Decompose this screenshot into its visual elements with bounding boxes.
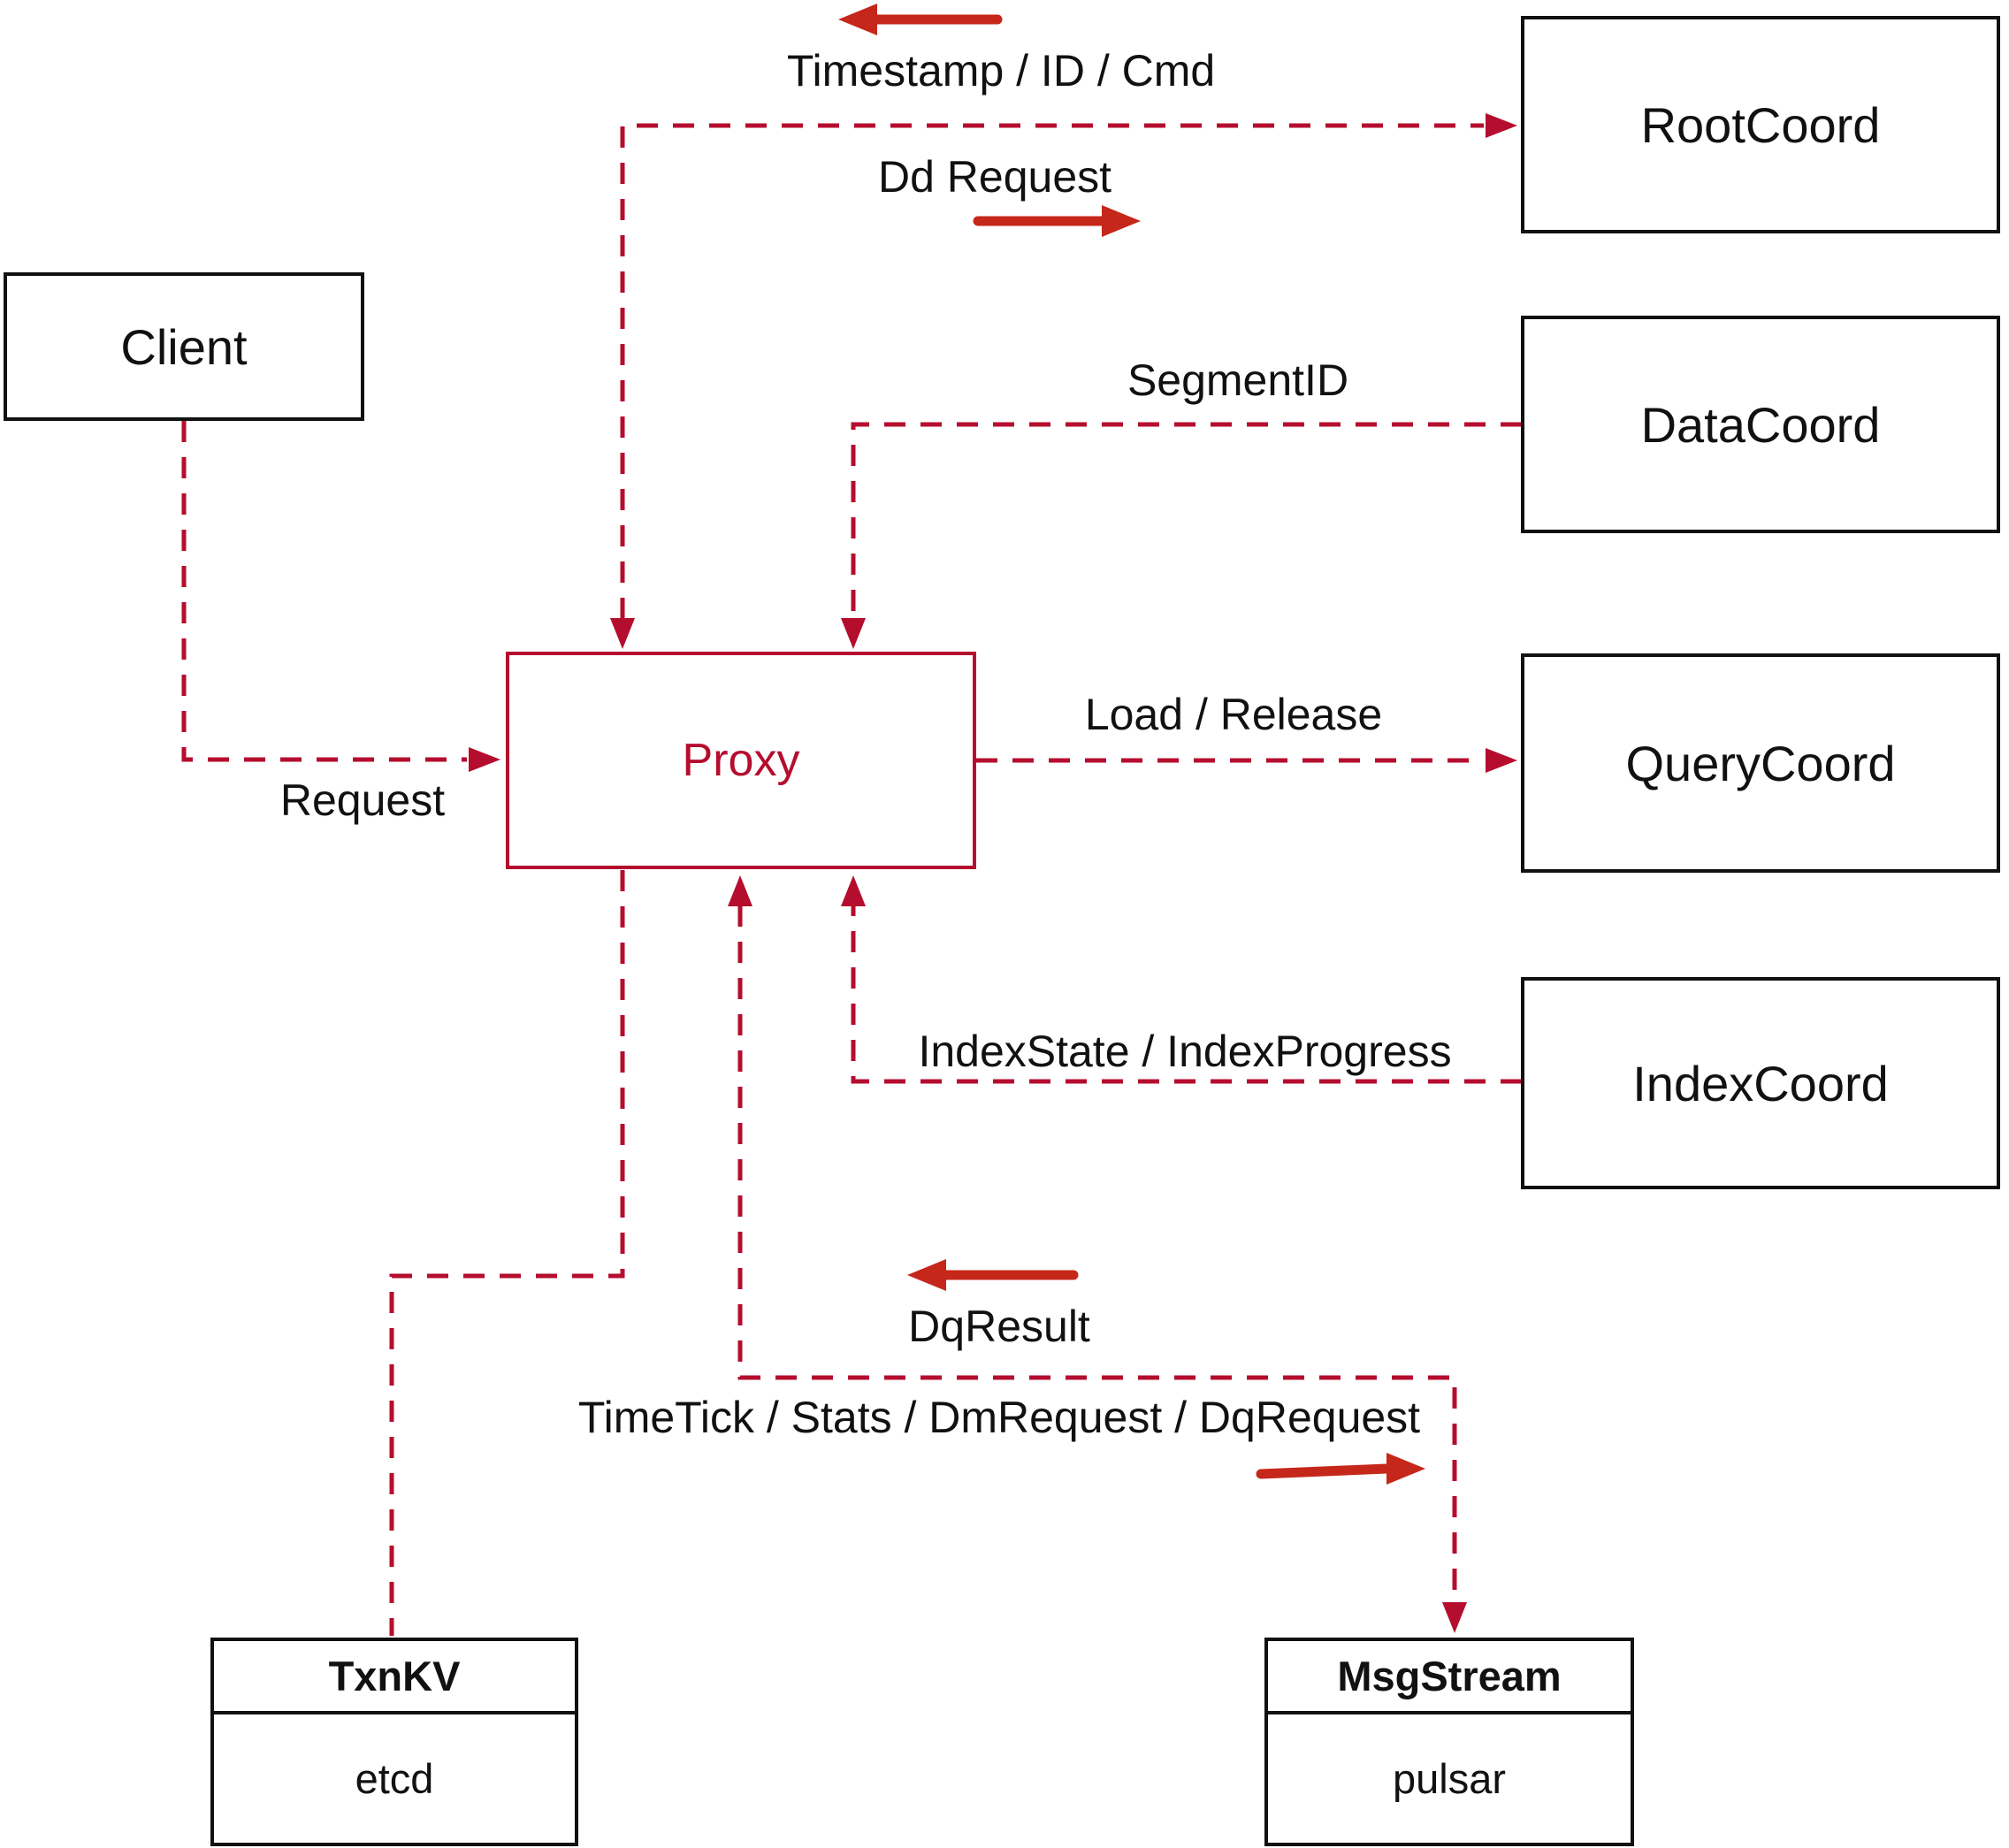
direction-arrow-right-dd-request <box>973 205 1141 237</box>
edge-label-index-state: IndexState / IndexProgress <box>918 1027 1452 1076</box>
edge-label-segment-id: SegmentID <box>1127 355 1349 405</box>
arrowhead-into-proxy-top-left <box>610 618 635 649</box>
msgstream-subtitle: pulsar <box>1392 1755 1506 1802</box>
arrowhead-into-proxy-bottom-right <box>841 875 866 906</box>
rootcoord-label: RootCoord <box>1640 96 1881 153</box>
arrowhead-into-querycoord <box>1486 748 1517 773</box>
edge-label-dd-request: Dd Request <box>877 152 1112 202</box>
client-label: Client <box>120 318 248 375</box>
arrowhead-into-proxy-bottom-mid <box>728 875 752 906</box>
edge-label-timestamp-id-cmd: Timestamp / ID / Cmd <box>786 46 1216 95</box>
edge-client-proxy <box>181 421 500 772</box>
txnkv-title: TxnKV <box>214 1641 575 1714</box>
proxy-label: Proxy <box>682 735 800 786</box>
direction-arrow-left-timestamp <box>838 4 1003 35</box>
msgstream-title: MsgStream <box>1268 1641 1631 1714</box>
querycoord-label: QueryCoord <box>1625 735 1896 791</box>
querycoord-node: QueryCoord <box>1521 653 2000 873</box>
txnkv-subtitle: etcd <box>355 1755 434 1802</box>
edge-proxy-querycoord <box>976 748 1517 773</box>
direction-arrow-left-dqresult <box>907 1259 1079 1291</box>
msgstream-node: MsgStream pulsar <box>1264 1638 1634 1846</box>
txnkv-node: TxnKV etcd <box>210 1638 578 1846</box>
rootcoord-node: RootCoord <box>1521 16 2000 233</box>
edge-label-load-release: Load / Release <box>1084 690 1383 739</box>
edge-proxy-txnkv <box>389 870 625 1636</box>
edge-datacoord-proxy <box>841 422 1522 649</box>
edge-label-time-tick: TimeTick / Stats / DmRequest / DqRequest <box>577 1393 1421 1442</box>
edge-proxy-msgstream <box>728 875 1467 1633</box>
arrowhead-into-rootcoord <box>1486 113 1517 138</box>
indexcoord-label: IndexCoord <box>1632 1055 1889 1111</box>
proxy-node: Proxy <box>506 652 976 869</box>
client-node: Client <box>4 272 364 421</box>
edge-label-request: Request <box>279 775 446 825</box>
arrowhead-into-proxy-left <box>469 747 500 772</box>
datacoord-label: DataCoord <box>1640 396 1881 453</box>
direction-arrow-right-timetick <box>1256 1453 1425 1485</box>
indexcoord-node: IndexCoord <box>1521 977 2000 1189</box>
edge-label-dq-result: DqResult <box>908 1302 1090 1351</box>
arrowhead-into-msgstream <box>1442 1602 1467 1633</box>
datacoord-node: DataCoord <box>1521 316 2000 533</box>
arrowhead-into-proxy-top-right <box>841 618 866 649</box>
